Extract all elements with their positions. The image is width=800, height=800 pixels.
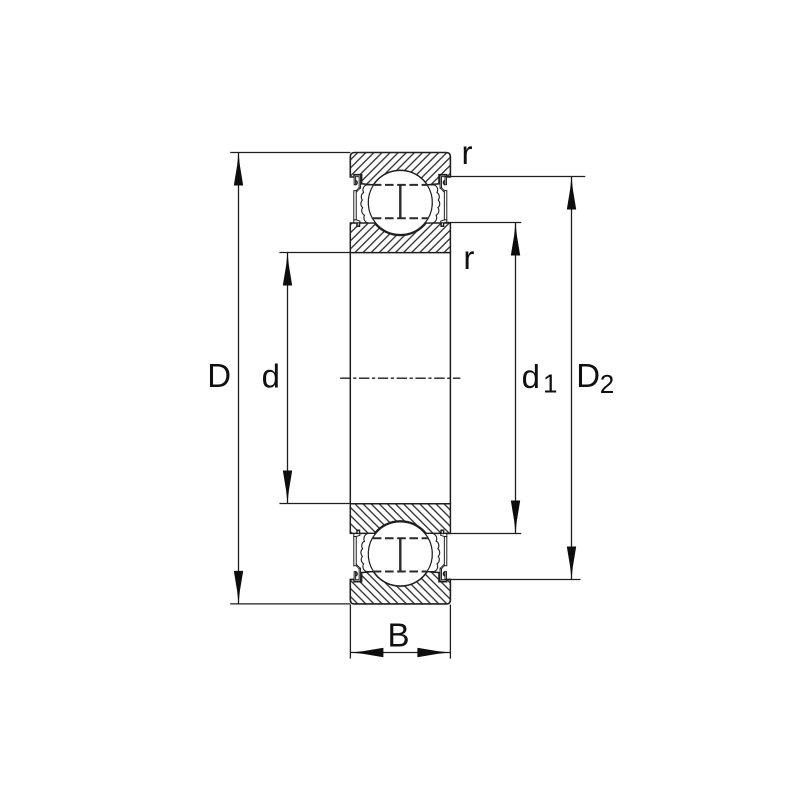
svg-text:r: r <box>463 239 474 276</box>
svg-text:2: 2 <box>600 369 614 399</box>
svg-text:D: D <box>207 357 231 394</box>
svg-text:r: r <box>462 134 473 171</box>
svg-text:d: d <box>522 358 540 395</box>
svg-text:1: 1 <box>543 369 557 399</box>
svg-text:B: B <box>388 616 410 653</box>
svg-text:D: D <box>576 357 600 394</box>
svg-text:d: d <box>262 357 280 394</box>
